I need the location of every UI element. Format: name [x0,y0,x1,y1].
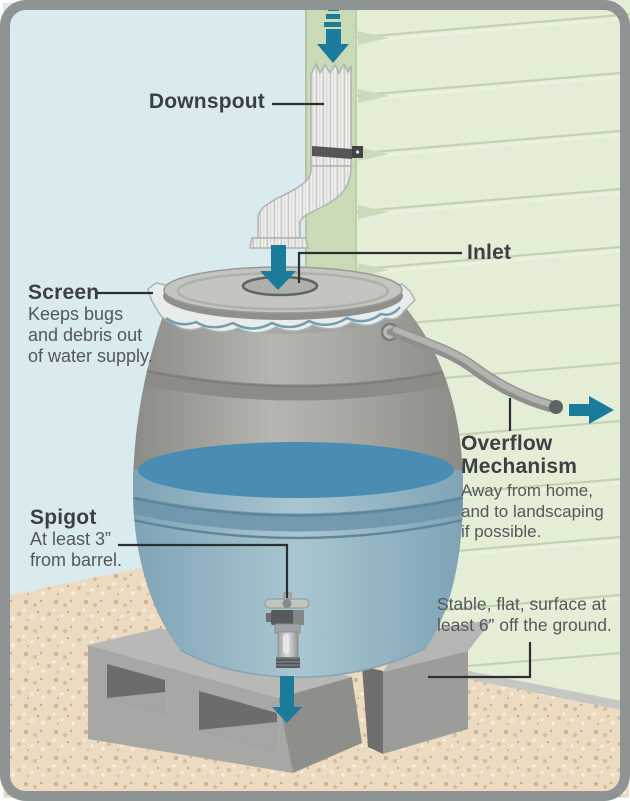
barrel-hoop-lower [133,496,463,532]
overflow-arrow-icon [569,396,614,424]
inlet-arrow-icon [260,245,296,290]
screen-desc-line: and debris out [28,325,143,345]
overflow-hose [380,322,563,414]
hose-tip [549,400,563,414]
overflow-title-line: Mechanism [461,455,578,478]
spigot-desc-line: from barrel. [30,550,123,570]
flow-arrows [260,6,614,723]
inlet-title: Inlet [467,241,512,264]
screen-desc-line: Keeps bugs [28,304,124,324]
label-downspout: Downspout [60,90,265,113]
label-inlet: Inlet [467,241,511,264]
screen-cloth-trim [165,306,401,330]
label-overflow-mechanism: Overflow Mechanism Away from home, and t… [461,432,621,543]
downspout-strap [312,146,352,159]
overflow-desc-line: if possible. [461,522,542,541]
spigot-leader-line [118,543,289,598]
spigot-tip [276,657,300,668]
rain-barrel [133,302,463,678]
cinder-block-gap [362,666,383,754]
barrel-lid [163,266,403,320]
overflow-desc-line: Away from home, [461,481,593,500]
screen-title: Screen [28,281,100,304]
surface-leader-line [428,642,532,679]
water-surface [138,442,454,498]
label-spigot: Spigot At least 3” from barrel. [30,506,170,571]
spigot-outflow-arrow-icon [272,676,302,723]
label-surface-note: Stable, flat, surface at least 6” off th… [437,594,630,636]
inlet-leader-line [297,251,462,283]
downspout-pipe [249,62,363,249]
label-screen: Screen Keeps bugs and debris out of wate… [28,281,178,367]
downspout-title: Downspout [148,90,265,113]
spigot-title: Spigot [30,506,97,529]
screen-desc-line: of water supply. [28,346,153,366]
downspout-outlet [249,237,309,249]
surface-note-line: Stable, flat, surface at [437,594,607,614]
barrel-hoop-upper [134,367,462,401]
spigot-desc-line: At least 3” [30,529,112,549]
surface-note-line: least 6” off the ground. [437,615,612,635]
overflow-title-line: Overflow [461,432,553,455]
overflow-desc-line: and to landscaping [461,501,604,521]
leader-lines [97,102,532,679]
house-siding-wall [357,0,630,716]
